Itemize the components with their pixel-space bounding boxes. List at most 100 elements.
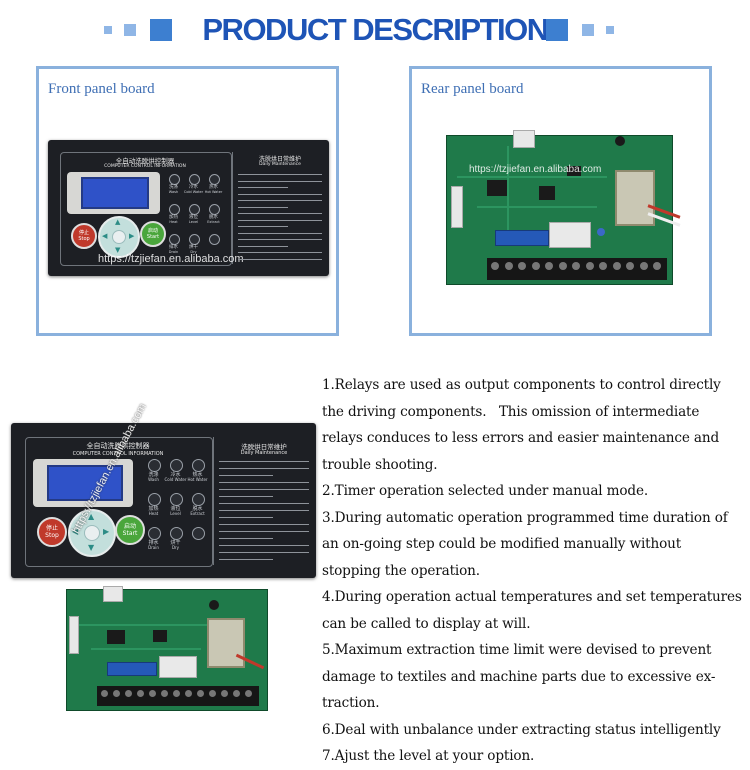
function-button-label-cn: 洗涤 — [169, 185, 178, 190]
function-button[interactable] — [148, 527, 161, 540]
function-button[interactable] — [148, 459, 161, 472]
maintenance-line — [238, 180, 322, 182]
function-button[interactable] — [209, 174, 220, 185]
arrow-right-icon[interactable]: ▶ — [103, 527, 110, 536]
terminal-screw — [626, 262, 634, 270]
front-panel-caption: Front panel board — [48, 81, 155, 97]
function-button-label-en: Level — [170, 511, 181, 516]
function-button-label-en: Dry — [190, 249, 197, 254]
function-button[interactable] — [192, 527, 205, 540]
maintenance-line — [219, 475, 273, 476]
stop-label-cn: 停止 — [78, 230, 89, 236]
capacitor — [597, 228, 605, 236]
ic-chip — [487, 180, 507, 196]
function-button[interactable] — [189, 174, 200, 185]
arrow-down-icon[interactable]: ▼ — [115, 246, 121, 254]
function-button-label-en: Heat — [148, 511, 159, 516]
ic-chip — [153, 630, 167, 642]
feature-item: 4.During operation actual temperatures a… — [322, 589, 742, 632]
feature-item: 3.During automatic operation programmed … — [322, 509, 728, 579]
terminal-screw — [558, 262, 567, 270]
terminal-screw — [585, 262, 594, 270]
arrow-left-icon[interactable]: ◀ — [102, 232, 108, 240]
terminal-screw — [639, 262, 648, 270]
function-button-label-cn: 烘干 — [189, 245, 198, 250]
maintenance-title-cn: 洗脱烘日常维护 — [258, 156, 301, 163]
control-panel-image-large: 全自动洗脱烘控制器 COMPUTER CONTROL INFORMATION 停… — [11, 423, 316, 578]
function-button[interactable] — [170, 493, 183, 506]
terminal-screw — [125, 690, 132, 697]
feature-item: 6.Deal with unbalance under extracting s… — [322, 721, 721, 738]
start-label-cn: 启动 — [147, 228, 158, 234]
pcb-trace — [507, 146, 509, 236]
function-button[interactable] — [170, 459, 183, 472]
direction-pad[interactable]: ▲ ▼ ◀ ▶ — [98, 216, 140, 258]
function-button[interactable] — [189, 234, 200, 245]
maintenance-title-cn: 洗脱烘日常维护 — [241, 443, 287, 451]
function-button-label-en: Cold Water — [183, 189, 204, 194]
lcd-display — [47, 465, 123, 501]
center-button[interactable] — [112, 230, 126, 244]
feature-item: 2.Timer operation selected under manual … — [322, 483, 649, 499]
panel-title-cn: 全自动洗脱烘控制器 — [86, 442, 150, 450]
arrow-up-icon[interactable]: ▲ — [115, 218, 121, 226]
function-button-label-en: Hot Water — [204, 189, 223, 194]
maintenance-line — [238, 200, 322, 201]
function-button-label-cn: 脱水 — [209, 215, 218, 220]
function-button[interactable] — [192, 493, 205, 506]
maintenance-line — [238, 252, 322, 253]
function-button-label-en: Extract — [207, 219, 220, 224]
function-button[interactable] — [189, 204, 200, 215]
maintenance-line — [238, 193, 322, 195]
page-title: PRODUCT DESCRIPTION — [202, 12, 549, 47]
rear-panel-caption: Rear panel board — [421, 81, 524, 97]
function-button[interactable] — [169, 174, 180, 185]
function-button[interactable] — [209, 204, 220, 215]
circuit-board-image: https://tzjiefan.en.alibaba.com — [446, 130, 681, 285]
function-button-label-en: Hot Water — [187, 477, 208, 482]
relay — [107, 662, 157, 676]
pcb-trace — [77, 624, 207, 626]
function-button[interactable] — [169, 234, 180, 245]
terminal-screw — [137, 690, 144, 697]
terminal-screw — [245, 690, 252, 697]
maintenance-line — [238, 226, 289, 227]
function-button[interactable] — [169, 204, 180, 215]
terminal-screw — [161, 690, 168, 697]
feature-item: 1.Relays are used as output components t… — [322, 377, 721, 473]
arrow-right-icon[interactable]: ▶ — [129, 232, 135, 240]
panel-title-en: COMPUTER CONTROL INFORMATION — [72, 451, 164, 457]
terminal-screw — [173, 690, 180, 697]
transformer — [615, 170, 655, 226]
function-button-label-en: Cold Water — [164, 477, 187, 482]
arrow-down-icon[interactable]: ▼ — [88, 543, 95, 552]
maintenance-line — [238, 187, 289, 188]
terminal-screw — [101, 690, 108, 697]
function-button-label-en: Heat — [169, 219, 178, 224]
panel-divider — [213, 437, 214, 565]
maintenance-line — [219, 559, 273, 560]
center-button[interactable] — [84, 525, 100, 541]
function-button-label-en: Wash — [168, 189, 179, 194]
arrow-up-icon[interactable]: ▲ — [88, 512, 95, 521]
terminal-screw — [197, 690, 204, 697]
function-button-label-en: Drain — [168, 249, 179, 254]
decor-square — [104, 26, 112, 34]
terminal-screw — [221, 690, 228, 697]
front-panel-box: Front panel board 全自动洗脱烘控制器 COMPUTER CON… — [36, 66, 339, 336]
arrow-left-icon[interactable]: ◀ — [72, 527, 79, 536]
feature-item: 5.Maximum extraction time limit were dev… — [322, 642, 716, 711]
function-button[interactable] — [192, 459, 205, 472]
maintenance-line — [219, 552, 309, 553]
maintenance-title-en: Daily Maintenance — [240, 450, 288, 456]
function-button-label-en: Level — [188, 219, 199, 224]
function-button-label-en: Drain — [148, 545, 159, 550]
function-button[interactable] — [209, 234, 220, 245]
function-button[interactable] — [170, 527, 183, 540]
function-button[interactable] — [148, 493, 161, 506]
lcd-display — [81, 177, 149, 209]
